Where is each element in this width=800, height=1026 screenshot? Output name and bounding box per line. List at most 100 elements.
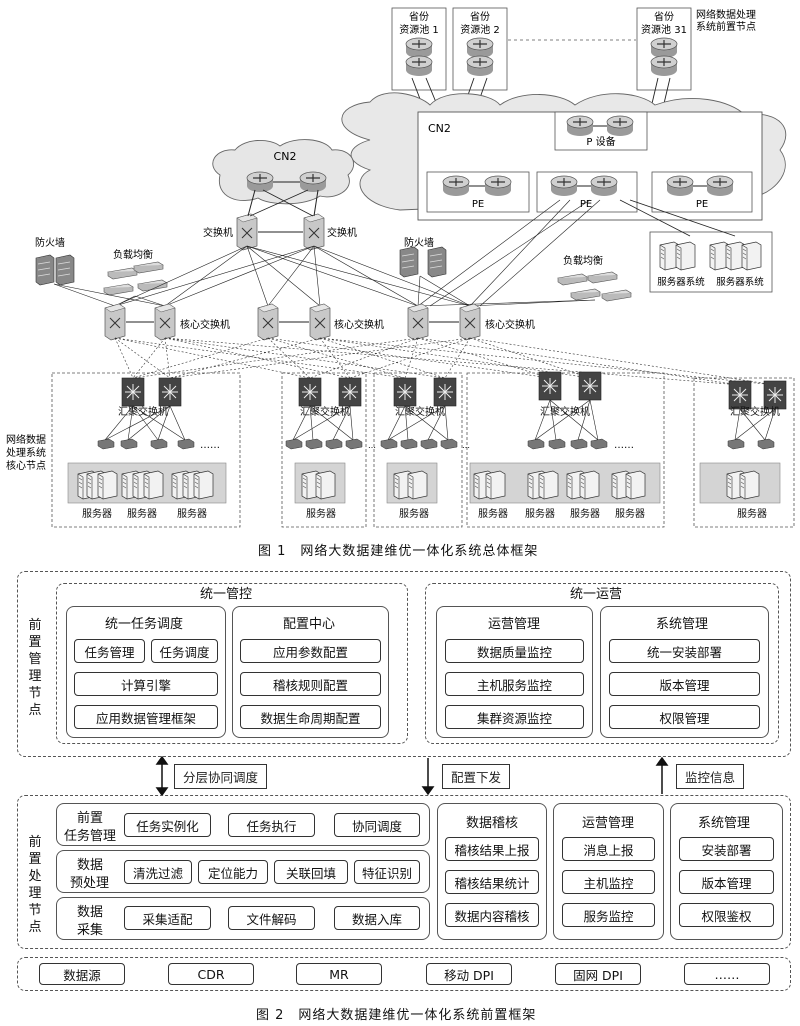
switch-label-2: 交换机 [327, 226, 357, 239]
proc-row-preprocess [56, 850, 430, 893]
data-store-button[interactable]: 数据入库 [334, 906, 420, 930]
server-system-label-2: 服务器系统 [716, 276, 764, 288]
unified-control-panel [56, 583, 408, 744]
server-system-group: 服务器系统 服务器系统 [649, 231, 773, 293]
core-switch-group-1: 核心交换机 [104, 303, 230, 341]
install-deploy-button[interactable]: 安装部署 [679, 837, 774, 861]
message-report-button[interactable]: 消息上报 [562, 837, 655, 861]
audit-report-button[interactable]: 稽核结果上报 [445, 837, 539, 861]
associate-fill-button[interactable]: 关联回填 [274, 860, 348, 884]
service-monitor-button[interactable]: 服务监控 [562, 903, 655, 927]
host-service-monitor-button[interactable]: 主机服务监控 [445, 672, 584, 696]
task-execute-button[interactable]: 任务执行 [228, 813, 315, 837]
source-data-source[interactable]: 数据源 [39, 963, 125, 985]
collect-adapt-button[interactable]: 采集适配 [124, 906, 211, 930]
proc-row-task-label1: 前置 [77, 811, 104, 826]
pe-label-3: PE [696, 199, 708, 210]
proc-row-preprocess-label1: 数据 [77, 858, 104, 873]
svg-text:…: … [368, 441, 376, 450]
province-2-line1: 省份 [470, 10, 490, 23]
version-mgmt2-button[interactable]: 版本管理 [679, 870, 774, 894]
front-mgmt-node [17, 571, 791, 757]
proc-row-preprocess-label2: 预处理 [70, 876, 110, 891]
firewall-label-1: 防火墙 [35, 236, 65, 249]
task-mgmt-button[interactable]: 任务管理 [74, 639, 145, 663]
audit-box [437, 803, 547, 940]
cn2-small-label: CN2 [274, 150, 297, 163]
province-pool-2: 省份 资源池 2 [452, 7, 508, 91]
clean-filter-button[interactable]: 清洗过滤 [124, 860, 192, 884]
province-pool-1: 省份 资源池 1 [391, 7, 447, 91]
core-node-line1: 网络数据 [6, 433, 46, 446]
server-label-10: 服务器 [737, 507, 767, 520]
file-decode-button[interactable]: 文件解码 [228, 906, 315, 930]
source-more[interactable]: …… [684, 963, 770, 985]
audit-title: 数据稽核 [466, 816, 519, 831]
unified-ops-panel [425, 583, 779, 744]
compute-engine-button[interactable]: 计算引擎 [74, 672, 218, 696]
server-label-1: 服务器 [82, 507, 112, 520]
pe-label-1: PE [472, 199, 484, 210]
agg-label-1: 汇聚交换机 [118, 405, 168, 418]
server-label-8: 服务器 [570, 507, 600, 520]
data-quality-monitor-button[interactable]: 数据质量监控 [445, 639, 584, 663]
svg-text:……: …… [614, 440, 634, 451]
unified-install-button[interactable]: 统一安装部署 [609, 639, 760, 663]
unified-ops-title: 统一运营 [570, 587, 623, 602]
cn2-cloud-small: CN2 [212, 139, 354, 205]
layered-schedule-label: 分层协同调度 [174, 764, 268, 789]
front-node-line2: 系统前置节点 [696, 20, 756, 33]
source-mobile-dpi[interactable]: 移动 DPI [426, 963, 512, 985]
province-1-line1: 省份 [409, 10, 429, 23]
permission-auth-button[interactable]: 权限鉴权 [679, 903, 774, 927]
app-data-framework-button[interactable]: 应用数据管理框架 [74, 705, 218, 729]
proc-row-collect-label1: 数据 [77, 905, 104, 920]
data-content-audit-button[interactable]: 数据内容稽核 [445, 903, 539, 927]
version-mgmt-button[interactable]: 版本管理 [609, 672, 760, 696]
server-label-7: 服务器 [525, 507, 555, 520]
server-label-2: 服务器 [127, 507, 157, 520]
core-switch-group-2: 核心交换机 [257, 303, 384, 341]
core-switch-label-3: 核心交换机 [485, 318, 535, 331]
data-lifecycle-config-button[interactable]: 数据生命周期配置 [240, 705, 381, 729]
app-param-config-button[interactable]: 应用参数配置 [240, 639, 381, 663]
source-mr[interactable]: MR [296, 963, 382, 985]
core-switch-label-2: 核心交换机 [334, 318, 384, 331]
source-fixed-dpi[interactable]: 固网 DPI [555, 963, 641, 985]
task-sched-box [66, 606, 226, 738]
server-label-4: 服务器 [306, 507, 336, 520]
load-balancer-right: 负载均衡 [557, 254, 632, 302]
ops-mgmt-title: 运营管理 [488, 617, 541, 632]
server-label-5: 服务器 [399, 507, 429, 520]
host-monitor-button[interactable]: 主机监控 [562, 870, 655, 894]
collab-schedule-button[interactable]: 协同调度 [334, 813, 420, 837]
network-topology-diagram: 省份 资源池 1 省份 资源池 2 省份 资源池 31 网络数据处理 系统前置节… [6, 7, 795, 528]
source-cdr[interactable]: CDR [168, 963, 254, 985]
proc-row-task [56, 803, 430, 846]
lb-label-2: 负载均衡 [563, 254, 603, 267]
layer-arrows [155, 756, 669, 796]
cn2-cloud-large: CN2 P 设备 PE PE PE [341, 92, 787, 221]
switch-label-1: 交换机 [203, 226, 233, 239]
province-2-line2: 资源池 2 [460, 23, 500, 36]
task-instantiate-button[interactable]: 任务实例化 [124, 813, 211, 837]
core-node-line2: 处理系统 [6, 446, 46, 459]
province-1-line2: 资源池 1 [399, 23, 439, 36]
proc-row-task-label2: 任务管理 [64, 829, 117, 844]
sys2-title: 系统管理 [698, 816, 751, 831]
front-proc-node-label: 前置处理节点 [28, 835, 42, 935]
proc-row-collect-label2: 采集 [77, 923, 104, 938]
task-schedule-button[interactable]: 任务调度 [151, 639, 218, 663]
config-center-title: 配置中心 [283, 617, 336, 632]
task-sched-title: 统一任务调度 [105, 617, 184, 632]
locate-button[interactable]: 定位能力 [198, 860, 268, 884]
feature-identify-button[interactable]: 特征识别 [354, 860, 420, 884]
cluster-resource-monitor-button[interactable]: 集群资源监控 [445, 705, 584, 729]
permission-mgmt-button[interactable]: 权限管理 [609, 705, 760, 729]
data-sources-row [17, 957, 791, 991]
audit-stats-button[interactable]: 稽核结果统计 [445, 870, 539, 894]
server-system-label-1: 服务器系统 [657, 276, 705, 288]
audit-rule-config-button[interactable]: 稽核规则配置 [240, 672, 381, 696]
ops-mgmt-box [436, 606, 593, 738]
server-labels: 服务器 服务器 服务器 服务器 服务器 服务器 服务器 服务器 服务器 服务器 [82, 507, 767, 520]
